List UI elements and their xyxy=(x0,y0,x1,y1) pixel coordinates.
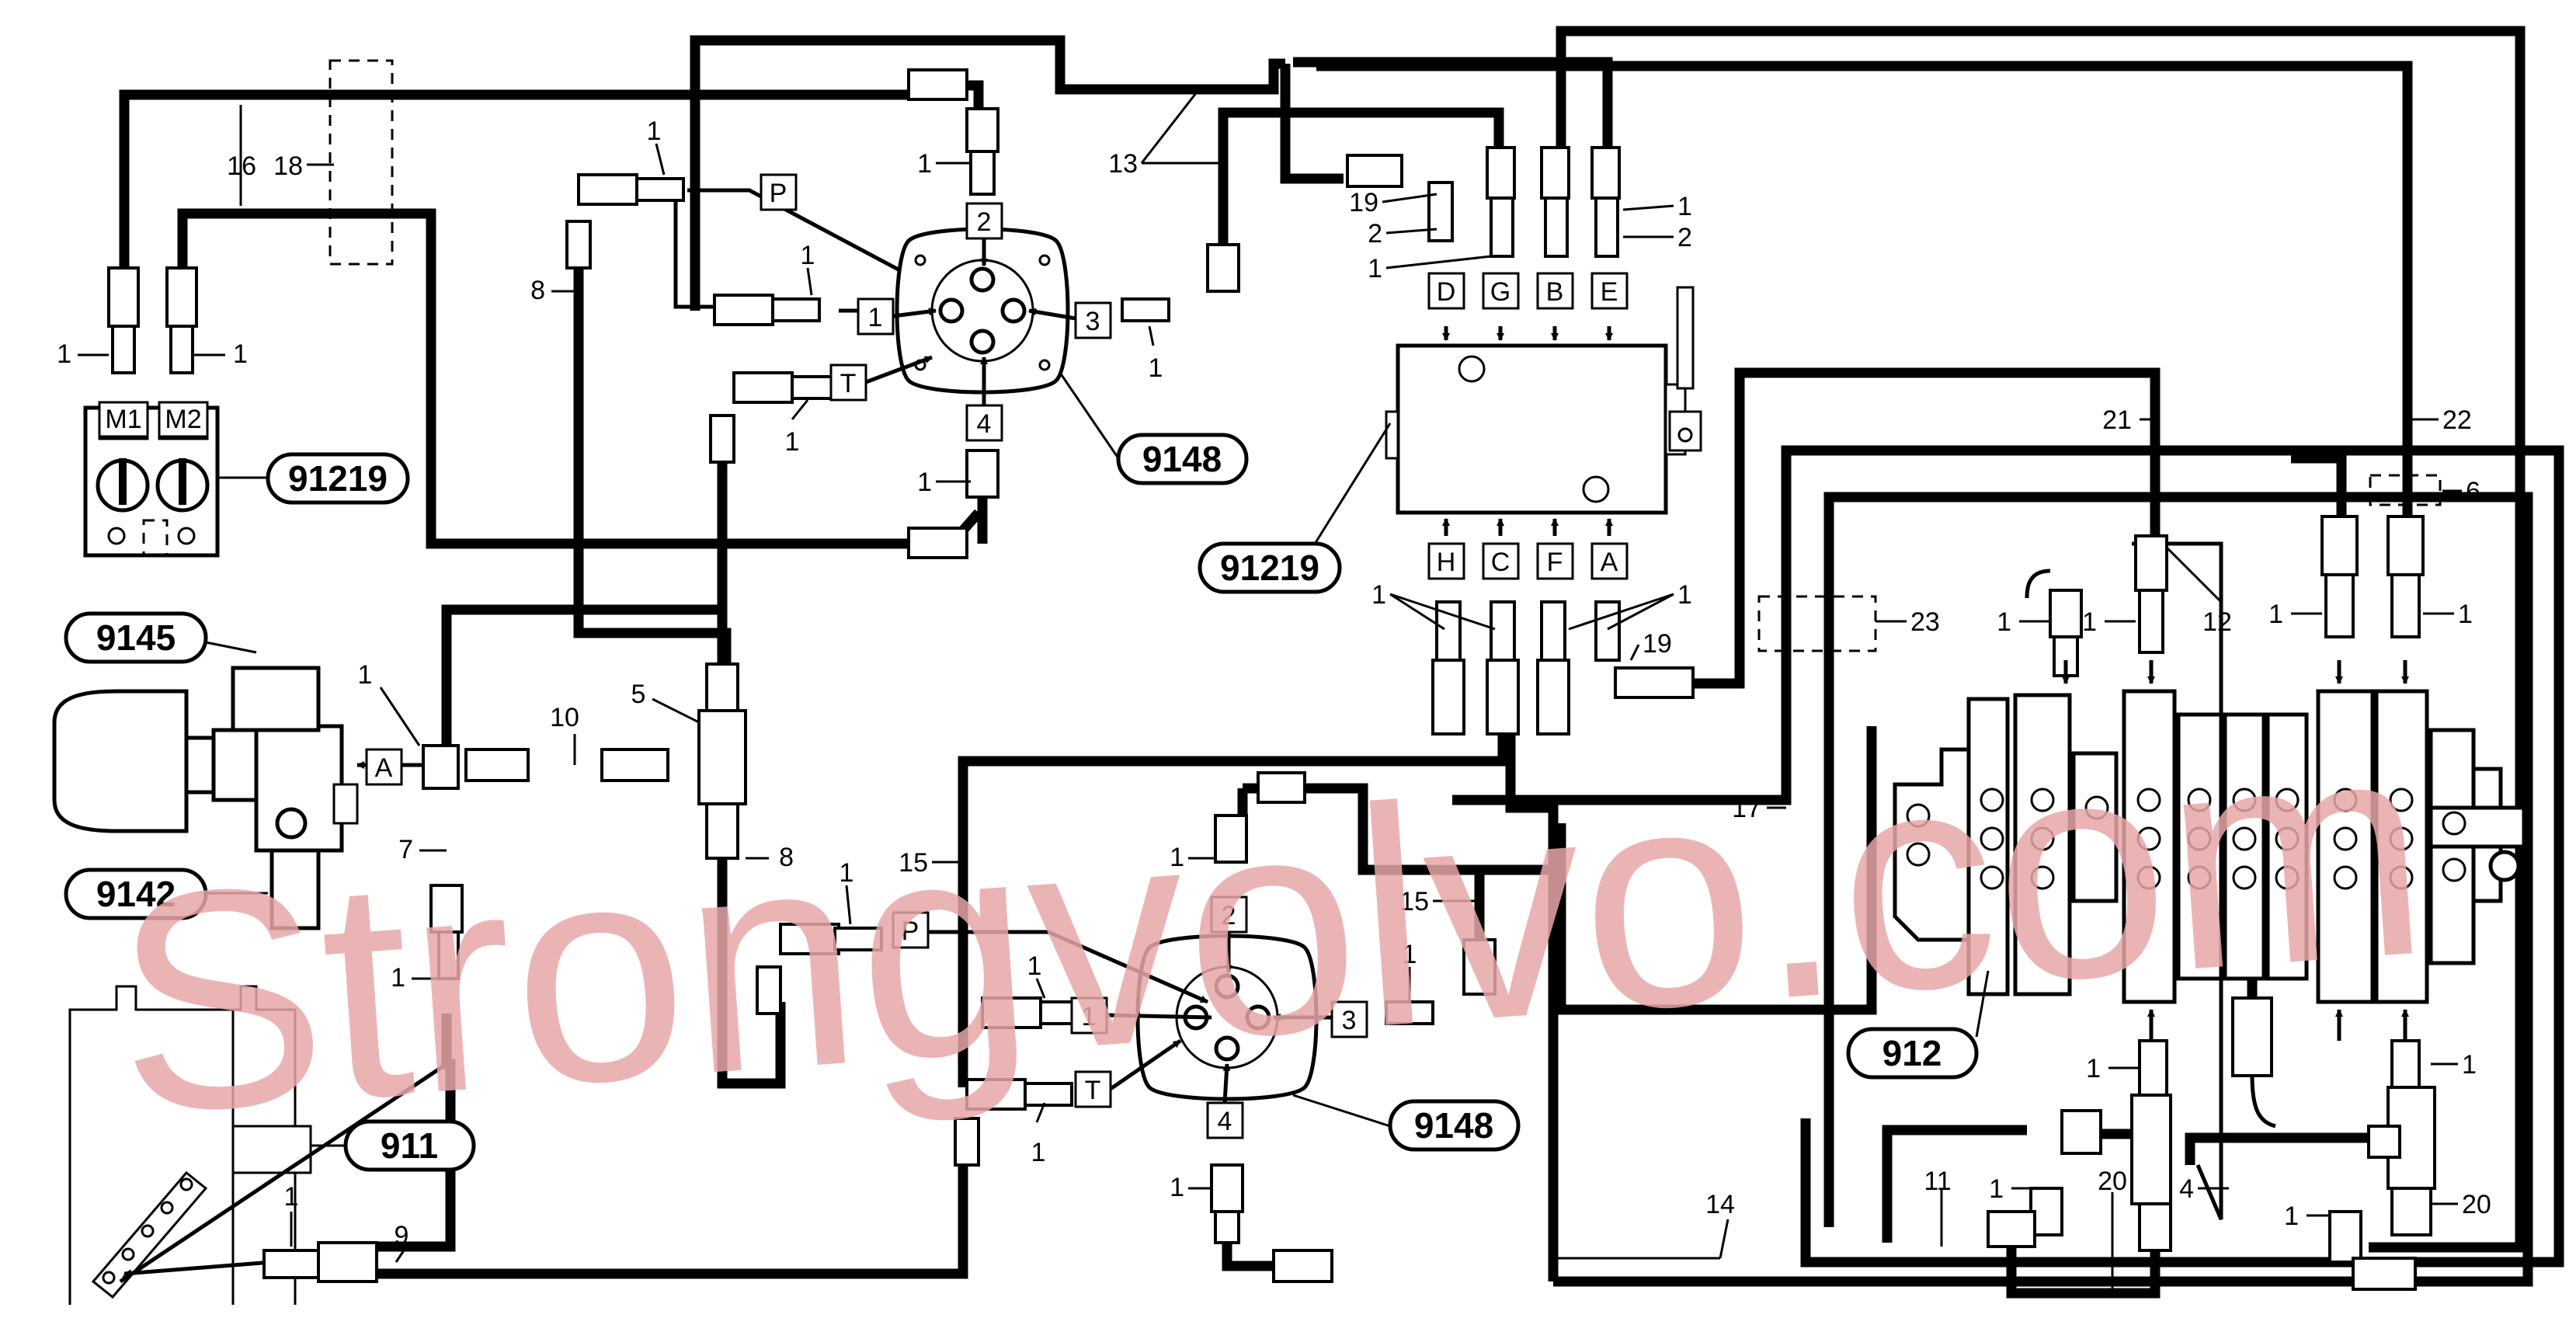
callout-1: 1 xyxy=(2082,607,2097,637)
port-label-t-lower: T xyxy=(1085,1076,1101,1105)
callout-15-left: 15 xyxy=(899,848,928,878)
port-label-a-valve: A xyxy=(1601,548,1618,577)
callout-14: 14 xyxy=(1705,1190,1735,1219)
port-label-2-upper: 2 xyxy=(977,207,992,237)
callout-17: 17 xyxy=(1732,794,1761,823)
callout-23: 23 xyxy=(1910,607,1940,637)
callout-1: 1 xyxy=(57,339,71,369)
label-9148-lower: 9148 xyxy=(1414,1105,1493,1146)
callout-1: 1 xyxy=(1027,951,1042,981)
callout-1: 1 xyxy=(1368,254,1382,283)
label-911: 911 xyxy=(381,1125,438,1166)
callout-10: 10 xyxy=(550,703,579,732)
callout-20-left: 20 xyxy=(2098,1167,2127,1196)
port-label-1-lower: 1 xyxy=(1082,1002,1097,1031)
callouts-fitting-1: 1 1 1 1 1 1 1 1 1 1 1 1 1 xyxy=(57,117,2477,1247)
callouts: 16 18 8 8 13 19 19 2 2 21 22 6 23 12 10 … xyxy=(57,92,2491,1293)
callout-5: 5 xyxy=(631,680,646,709)
label-912: 912 xyxy=(1882,1033,1942,1073)
callout-1: 1 xyxy=(1170,843,1184,872)
callout-15-right: 15 xyxy=(1399,887,1429,916)
component-labels: 91219 91219 9148 9148 9145 9142 911 912 xyxy=(64,372,1990,1172)
port-label-3-upper: 3 xyxy=(1086,307,1100,336)
label-9142: 9142 xyxy=(96,874,176,914)
callout-16: 16 xyxy=(227,151,256,181)
callout-21: 21 xyxy=(2102,405,2132,435)
hoses xyxy=(119,26,2564,1299)
callout-20-right: 20 xyxy=(2462,1190,2491,1219)
port-label-1-upper: 1 xyxy=(868,303,883,332)
callout-8-upper: 8 xyxy=(530,276,545,305)
port-label-3-lower: 3 xyxy=(1342,1006,1357,1035)
callout-19-upper: 19 xyxy=(1349,188,1378,217)
port-label-4-upper: 4 xyxy=(977,409,992,439)
label-91219-left: 91219 xyxy=(288,458,388,499)
callout-18: 18 xyxy=(273,151,303,181)
callout-1: 1 xyxy=(1677,192,1692,221)
callout-1: 1 xyxy=(391,963,405,993)
callout-1: 1 xyxy=(1997,607,2011,637)
control-valve-center xyxy=(1346,146,1702,736)
callout-1: 1 xyxy=(2462,1050,2477,1080)
label-9148-upper: 9148 xyxy=(1142,439,1222,479)
port-label-f: F xyxy=(1547,548,1563,577)
pilot-valve-upper xyxy=(565,68,1240,559)
port-label-b: B xyxy=(1546,277,1564,307)
tank xyxy=(68,985,449,1305)
callout-22: 22 xyxy=(2442,405,2472,435)
port-label-h: H xyxy=(1437,548,1456,577)
callout-1: 1 xyxy=(2268,600,2283,629)
callout-9: 9 xyxy=(395,1221,409,1250)
callout-7: 7 xyxy=(398,835,413,864)
port-labels: M1 M2 P T 1 2 3 4 D G B E H C F A A P xyxy=(98,173,1629,1139)
accumulator-assembly xyxy=(52,662,747,980)
callout-1: 1 xyxy=(1371,580,1386,610)
callout-1: 1 xyxy=(1989,1174,2004,1204)
callout-1: 1 xyxy=(785,427,800,457)
valve-bank-912 xyxy=(1893,515,2526,1291)
label-91219-center: 91219 xyxy=(1220,548,1319,588)
port-label-e: E xyxy=(1601,277,1618,307)
port-label-m2: M2 xyxy=(165,405,201,434)
callout-1: 1 xyxy=(2458,600,2473,629)
port-label-d: D xyxy=(1437,277,1456,307)
port-label-t-upper: T xyxy=(840,369,857,398)
callout-1: 1 xyxy=(233,339,248,369)
callout-1: 1 xyxy=(1149,353,1163,383)
callout-8-lower: 8 xyxy=(779,843,794,872)
callout-13: 13 xyxy=(1108,149,1138,179)
port-label-4-lower: 4 xyxy=(1218,1107,1232,1136)
callout-1: 1 xyxy=(1031,1138,1046,1167)
callout-11: 11 xyxy=(1924,1167,1951,1196)
optional-items xyxy=(329,59,2442,652)
callout-2-right: 2 xyxy=(1677,223,1692,252)
port-label-a-accumulator: A xyxy=(375,753,393,783)
callout-1: 1 xyxy=(1677,580,1692,610)
label-9145: 9145 xyxy=(96,617,176,658)
callout-1: 1 xyxy=(2086,1054,2101,1083)
callout-19-lower: 19 xyxy=(1643,629,1672,659)
port-label-g: G xyxy=(1490,277,1510,307)
port-label-m1: M1 xyxy=(105,405,141,434)
pilot-valve-lower xyxy=(756,771,1497,1283)
callout-1: 1 xyxy=(1403,940,1417,969)
callout-1: 1 xyxy=(284,1182,299,1212)
callout-1: 1 xyxy=(917,149,932,179)
callout-1: 1 xyxy=(917,468,932,497)
port-label-2-lower: 2 xyxy=(1222,901,1236,930)
callout-12: 12 xyxy=(2202,607,2232,637)
callout-1: 1 xyxy=(358,660,373,690)
callout-1: 1 xyxy=(840,858,854,888)
callout-1: 1 xyxy=(1170,1173,1184,1202)
port-label-c: C xyxy=(1491,548,1510,577)
callout-1: 1 xyxy=(801,241,815,270)
callout-6: 6 xyxy=(2466,477,2480,506)
port-label-p-lower: P xyxy=(902,916,920,946)
port-label-p-upper: P xyxy=(770,179,787,208)
callout-1: 1 xyxy=(2284,1202,2299,1231)
callout-4: 4 xyxy=(2179,1174,2194,1204)
callout-2-left: 2 xyxy=(1368,219,1382,249)
callout-1: 1 xyxy=(647,117,662,146)
